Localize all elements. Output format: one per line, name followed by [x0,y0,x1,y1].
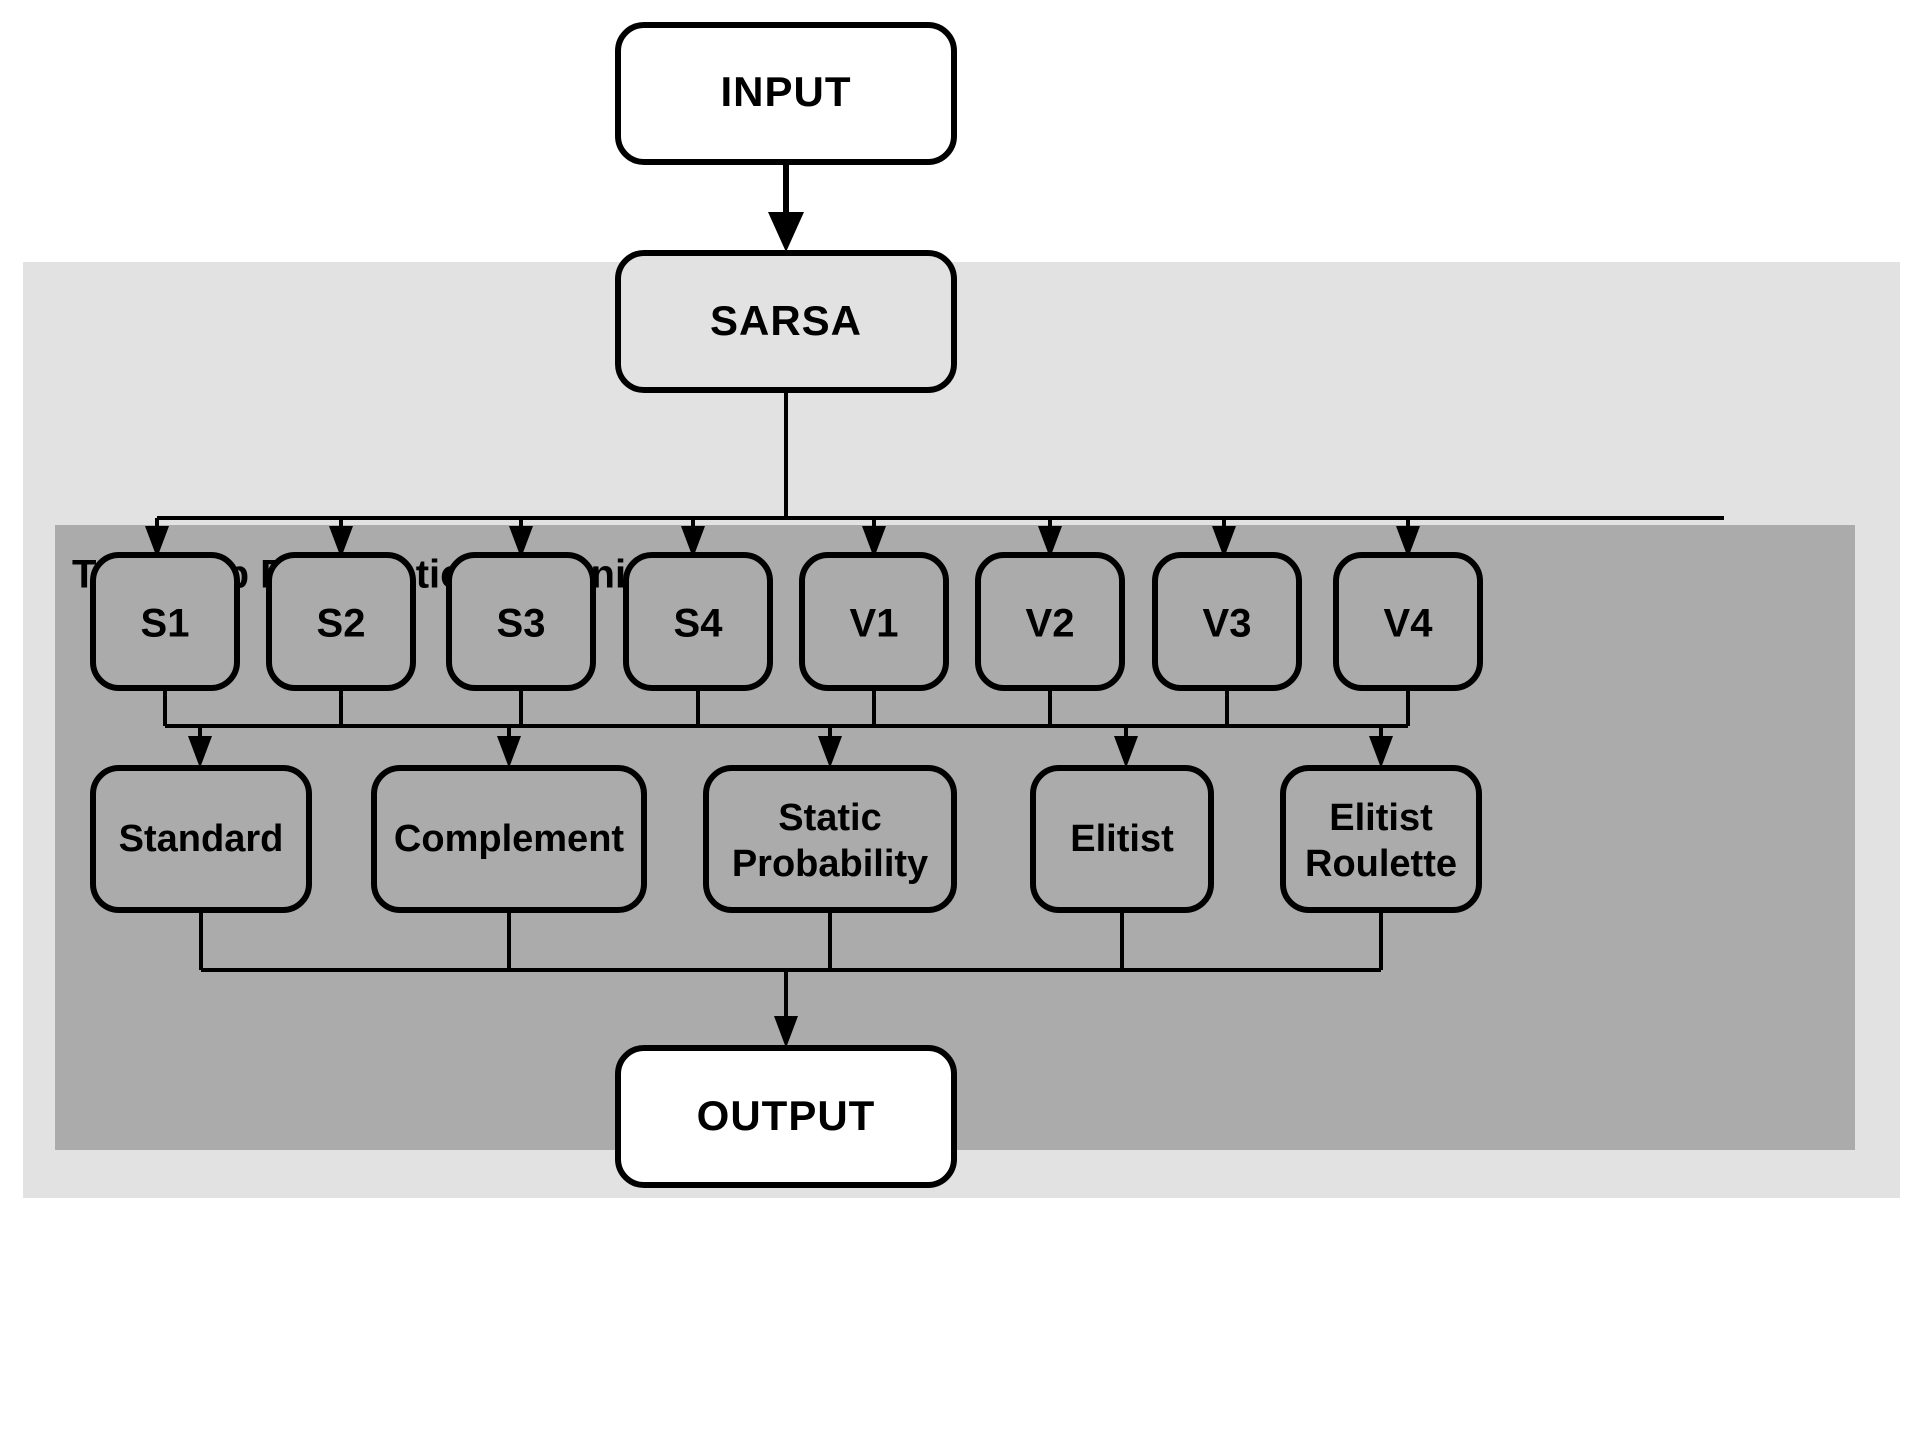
transfer-function-label-s3: S3 [497,602,546,646]
transfer-function-label-s2: S2 [317,602,366,646]
edges-transfer-functions-to-bus [163,688,1410,726]
binarization-rule-label-standard: Standard [119,818,284,860]
binarization-rule-label-elitist: Elitist [1070,818,1174,860]
sarsa-node-label: SARSA [710,297,862,344]
binarization-rule-label-static-probability-line2: Probability [732,843,928,885]
transfer-function-label-v4: V4 [1384,602,1434,646]
edges-bus-to-transfer-functions [145,518,1420,558]
transfer-function-label-s1: S1 [141,602,190,646]
binarization-rule-label-elitist-roulette-line1: Elitist [1329,797,1433,839]
binarization-rule-label-static-probability-line1: Static [778,797,881,839]
transfer-function-row: S1 S2 S3 S4 V1 V2 V3 V4 [90,552,1483,691]
arrowhead-input-to-sarsa [768,212,804,252]
transfer-function-label-v3: V3 [1203,602,1252,646]
transfer-function-label-v2: V2 [1026,602,1075,646]
binarization-rule-row: Standard Complement Static Probability E… [90,765,1482,913]
edges-bus-to-binarization-rules [188,726,1393,768]
output-node[interactable] [615,1045,957,1188]
transfer-function-label-s4: S4 [674,602,724,646]
binarization-rule-label-elitist-roulette-line2: Roulette [1305,843,1457,885]
edges-binarization-rules-to-output-bus [199,910,1383,970]
binarization-rule-label-complement: Complement [394,818,624,860]
output-node-label: OUTPUT [697,1092,876,1139]
transfer-function-label-v1: V1 [850,602,899,646]
input-node-label: INPUT [721,68,852,115]
arrowhead-bus-to-output [774,1016,798,1048]
